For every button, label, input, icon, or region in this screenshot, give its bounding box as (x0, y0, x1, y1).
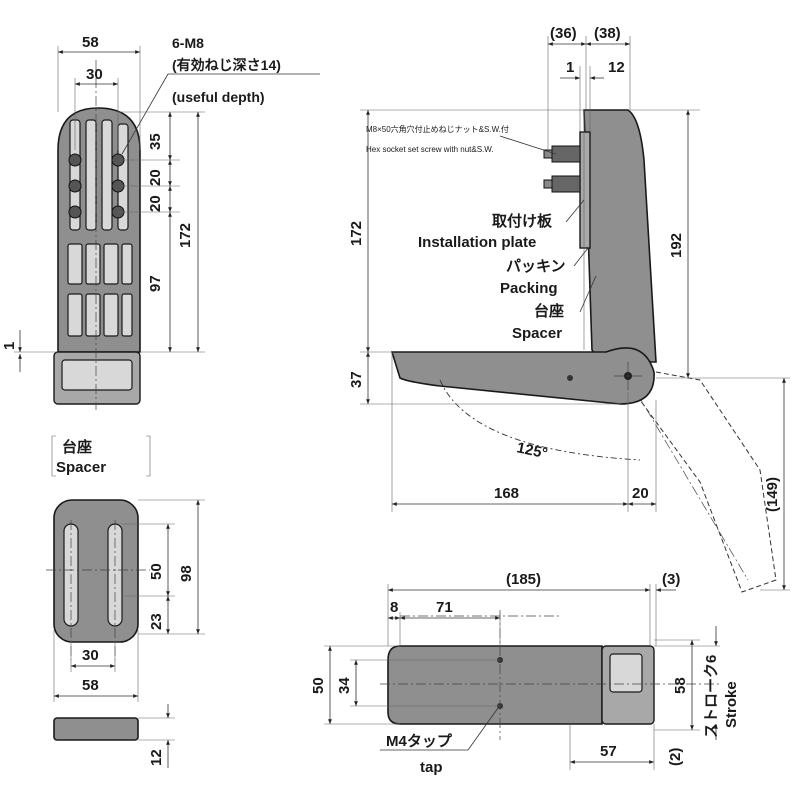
side-dim-top-right: (38) (594, 25, 621, 42)
bottom-view: (185) (3) 8 71 50 34 58 ストローク6 Stroke 5 (310, 571, 740, 776)
front-lower-recess (61, 359, 133, 391)
bottom-dim-outer-width: 50 (310, 677, 327, 694)
side-label-packing-en: Packing (500, 280, 558, 297)
side-vertical-plate (583, 109, 657, 363)
bottom-dim-right-length: 57 (600, 743, 617, 760)
side-bolt-note-jp: M8×50六角穴付止めねじナット&S.W.付 (366, 124, 509, 134)
side-dim-angle: 125° (515, 439, 549, 462)
spacer-side-plate (53, 717, 139, 741)
side-installation-plate (579, 131, 591, 249)
bottom-dim-inner-width: 34 (336, 677, 353, 694)
front-dim-lower: 97 (147, 275, 164, 292)
bottom-stroke-en: Stroke (723, 681, 740, 728)
bottom-dim-right-width: 58 (672, 677, 689, 694)
front-dim-width: 58 (82, 34, 99, 51)
bottom-stroke-jp: ストローク6 (703, 655, 720, 738)
spacer-dim-height: 98 (178, 565, 195, 582)
spacer-dim-width: 58 (82, 677, 99, 694)
side-pivot-secondary (567, 375, 573, 381)
side-dim-length: 168 (494, 485, 519, 502)
side-dim-left-height: 172 (348, 221, 365, 246)
bottom-dim-edge: 8 (390, 599, 398, 616)
front-dim-h3: 20 (147, 195, 164, 212)
side-label-install-jp: 取付け板 (492, 212, 553, 230)
front-thread-depth-en: (useful depth) (172, 89, 265, 105)
front-slot-grid (67, 119, 133, 337)
side-dim-top-left: (36) (550, 25, 577, 42)
side-phantom-lever (639, 371, 777, 593)
side-dim-tail: 20 (632, 485, 649, 502)
front-dim-h2: 20 (147, 169, 164, 186)
side-bolts (543, 145, 581, 193)
front-dim-total: 172 (177, 223, 194, 248)
spacer-dim-pitch: 30 (82, 647, 99, 664)
bottom-dim-small: (2) (667, 748, 684, 766)
front-dim-h1: 35 (147, 133, 164, 150)
side-dim-gap: 1 (566, 59, 574, 76)
bottom-tap-en: tap (420, 759, 443, 776)
side-view: 125° (36) (38) 1 12 M8×50六角穴付止めねじナット&S.W… (348, 25, 790, 593)
front-thread-depth-jp: (有効ねじ深さ14) (172, 57, 281, 73)
front-dim-pitch: 30 (86, 66, 103, 83)
side-angle-arc (439, 379, 641, 461)
bottom-dim-extra: (3) (662, 571, 680, 588)
bottom-dim-overall: (185) (506, 571, 541, 588)
spacer-title-jp: 台座 (62, 438, 92, 456)
side-dim-right-height: 192 (668, 233, 685, 258)
spacer-view: 台座 Spacer 50 23 98 30 58 (46, 435, 205, 768)
spacer-dim-slot: 50 (148, 563, 165, 580)
spacer-dim-bottom: 23 (148, 613, 165, 630)
spacer-title-en: Spacer (56, 459, 106, 476)
front-view: 58 30 6-M8 (有効ねじ深さ14) (useful depth) 35 … (1, 34, 320, 410)
side-dim-plate: 12 (608, 59, 625, 76)
side-label-spacer-en: Spacer (512, 325, 562, 342)
side-bolt-note-en: Hex socket set screw with nut&S.W. (366, 145, 494, 154)
front-dim-offset: 1 (1, 342, 18, 350)
side-dim-base-height: 37 (348, 371, 365, 388)
bottom-right-slot (609, 653, 643, 693)
spacer-dim-thickness: 12 (148, 749, 165, 766)
side-dim-stroke-height: (149) (764, 477, 781, 512)
side-base-lever (390, 347, 655, 405)
bottom-tap-jp: M4タップ (386, 733, 453, 750)
bottom-dim-hole-pitch: 71 (436, 599, 453, 616)
side-label-spacer-jp: 台座 (534, 302, 564, 320)
front-thread-spec: 6-M8 (172, 35, 204, 51)
side-label-packing-jp: パッキン (506, 258, 566, 275)
side-label-install-en: Installation plate (418, 234, 536, 251)
